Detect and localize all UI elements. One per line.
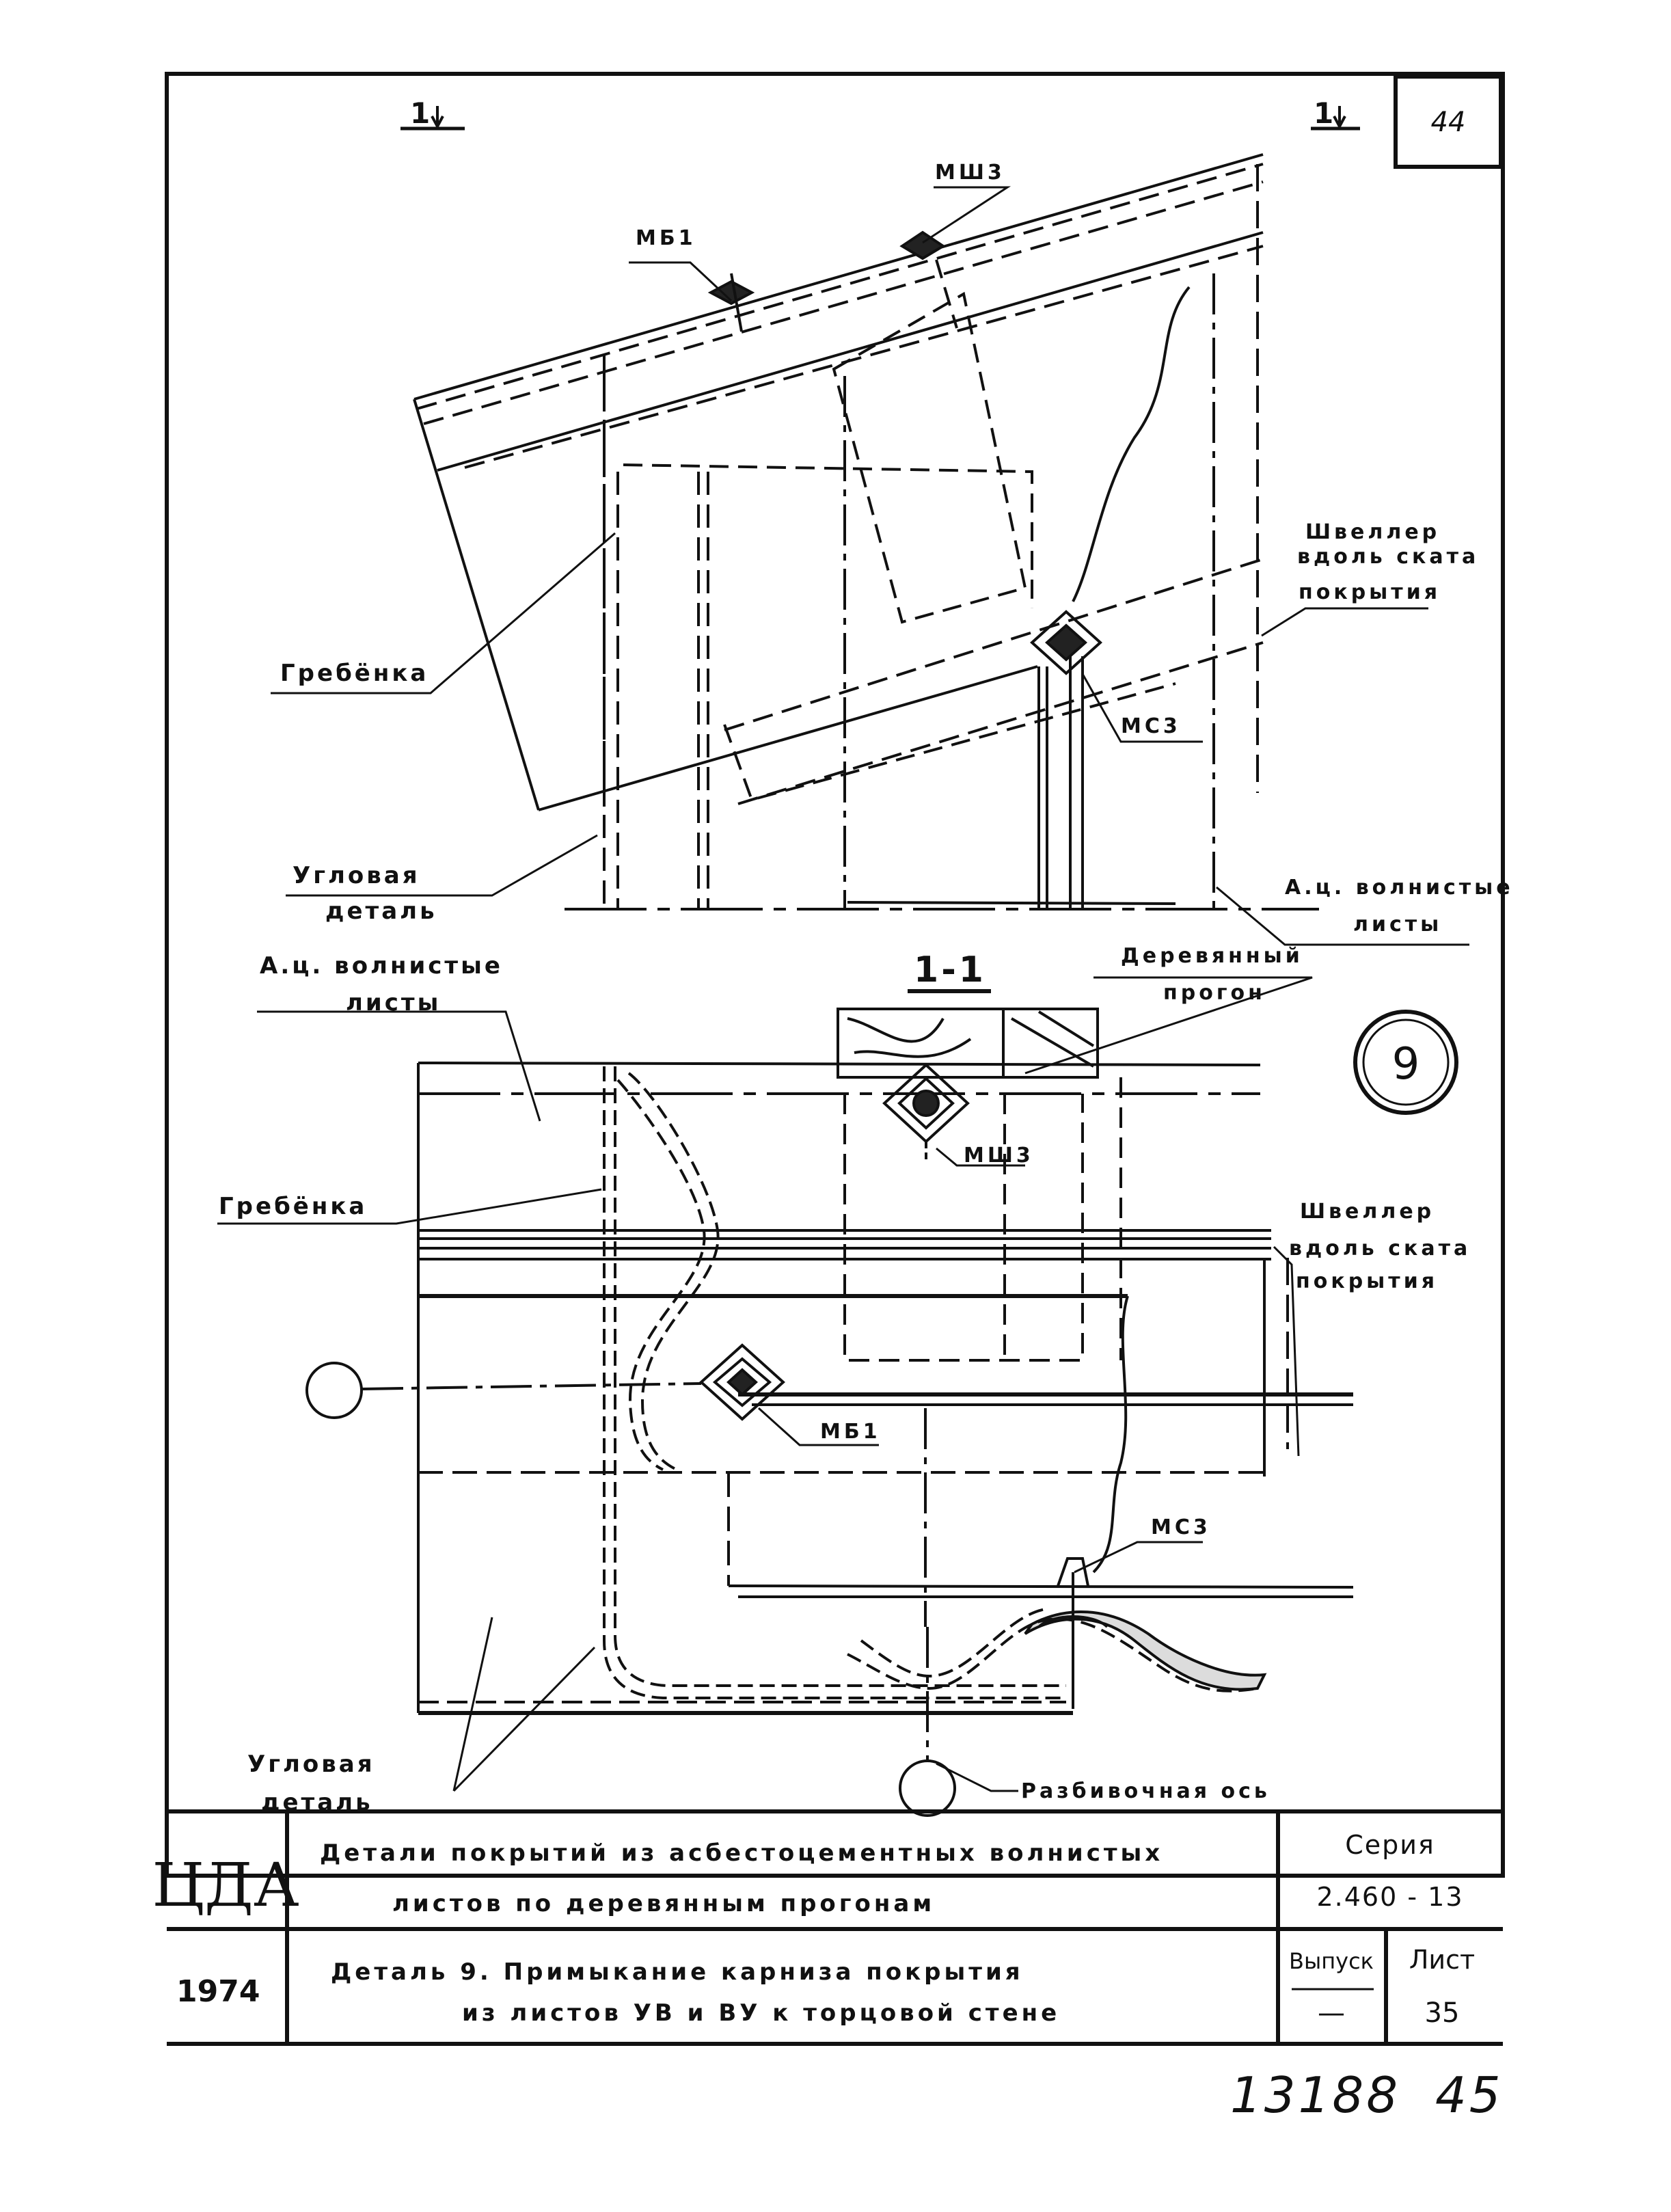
lower-fastener-ms3	[1037, 1557, 1109, 1628]
handwritten-number: 13188	[1230, 2066, 1400, 2124]
section-title-1-1: 1-1	[908, 949, 991, 993]
lower-label-derevyannyi: Деревянный	[1121, 944, 1303, 968]
title-block-series-value: 2.460 - 13	[1316, 1882, 1463, 1912]
lower-fastener-msh3	[882, 1063, 970, 1162]
title-block	[167, 1809, 1503, 2046]
lower-label-mb1: МБ1	[820, 1420, 881, 1444]
handwritten-page: 45	[1435, 2066, 1504, 2124]
detail-number: 9	[1392, 1039, 1420, 1090]
title-block-title-line2: листов по деревянным прогонам	[392, 1890, 935, 1917]
upper-label-listy: листы	[1353, 913, 1442, 936]
title-block-sheet-value: 35	[1425, 1997, 1460, 2029]
title-block-title-line1: Детали покрытий из асбестоцементных волн…	[320, 1839, 1163, 1867]
lower-label-ac-sheets: А.ц. волнистые	[260, 952, 503, 980]
lower-label-shveller: Швеллер	[1300, 1200, 1435, 1224]
upper-label-msh3: МШ3	[935, 161, 1005, 185]
lower-leaders	[217, 976, 1313, 1792]
title-block-issue-value: —	[1318, 1997, 1345, 2029]
title-block-detail-line1: Деталь 9. Примыкание карниза покрытия	[331, 1958, 1024, 1986]
section-mark-left: 1	[400, 96, 465, 131]
upper-label-pokrytiya: покрытия	[1299, 580, 1441, 604]
sheet-badge-number: 44	[1431, 107, 1466, 138]
upper-label-uglovaya: Угловая	[293, 862, 420, 889]
title-block-issue-label: Выпуск	[1289, 1948, 1374, 1974]
section-mark-left-label: 1	[410, 96, 433, 130]
lower-fastener-mb1	[699, 1343, 785, 1421]
lower-label-vdol-skata: вдоль ската	[1289, 1237, 1471, 1260]
lower-label-ms3: МС3	[1151, 1515, 1211, 1539]
section-mark-right-label: 1	[1314, 96, 1336, 130]
upper-label-ac-sheets: А.ц. волнистые	[1285, 876, 1514, 900]
section-mark-right: 1	[1311, 96, 1360, 131]
title-block-logo: ЦДА	[152, 1850, 299, 1920]
title-block-detail-line2: из листов УВ и ВУ к торцовой стене	[462, 1999, 1060, 2027]
lower-view	[417, 1008, 1354, 1715]
detail-number-circle: 9	[1353, 1010, 1458, 1115]
lower-label-uglovaya: Угловая	[247, 1751, 375, 1778]
upper-label-vdol-skata: вдоль ската	[1297, 545, 1479, 569]
upper-label-shveller: Швеллер	[1305, 520, 1440, 544]
upper-view	[413, 153, 1319, 911]
lower-label-listy: листы	[346, 989, 441, 1016]
upper-leaders	[271, 186, 1469, 946]
lower-label-razbivochnaya-os: Разбивочная ось	[1021, 1779, 1271, 1803]
title-block-sheet-label: Лист	[1409, 1945, 1475, 1975]
title-block-year: 1974	[176, 1974, 260, 2009]
lower-label-pokrytiya: покрытия	[1296, 1269, 1438, 1293]
lower-label-msh3: МШ3	[964, 1144, 1034, 1168]
sheet-badge: 44	[1394, 75, 1503, 169]
lower-label-progon: прогон	[1163, 981, 1266, 1005]
upper-fastener-mb1	[707, 273, 755, 332]
upper-fastener-ms3	[1030, 610, 1102, 675]
axis-circles	[305, 1362, 956, 1817]
upper-label-mb1: МБ1	[636, 226, 696, 250]
upper-label-grebenka: Гребёнка	[280, 660, 429, 687]
upper-fastener-msh3	[899, 230, 946, 260]
upper-label-ms3: МС3	[1121, 714, 1181, 738]
upper-label-detal: деталь	[325, 898, 437, 925]
section-title-text: 1-1	[914, 949, 986, 990]
lower-label-grebenka: Гребёнка	[219, 1193, 367, 1220]
title-block-series-label: Серия	[1345, 1830, 1435, 1860]
sheet-frame	[165, 72, 1505, 1878]
